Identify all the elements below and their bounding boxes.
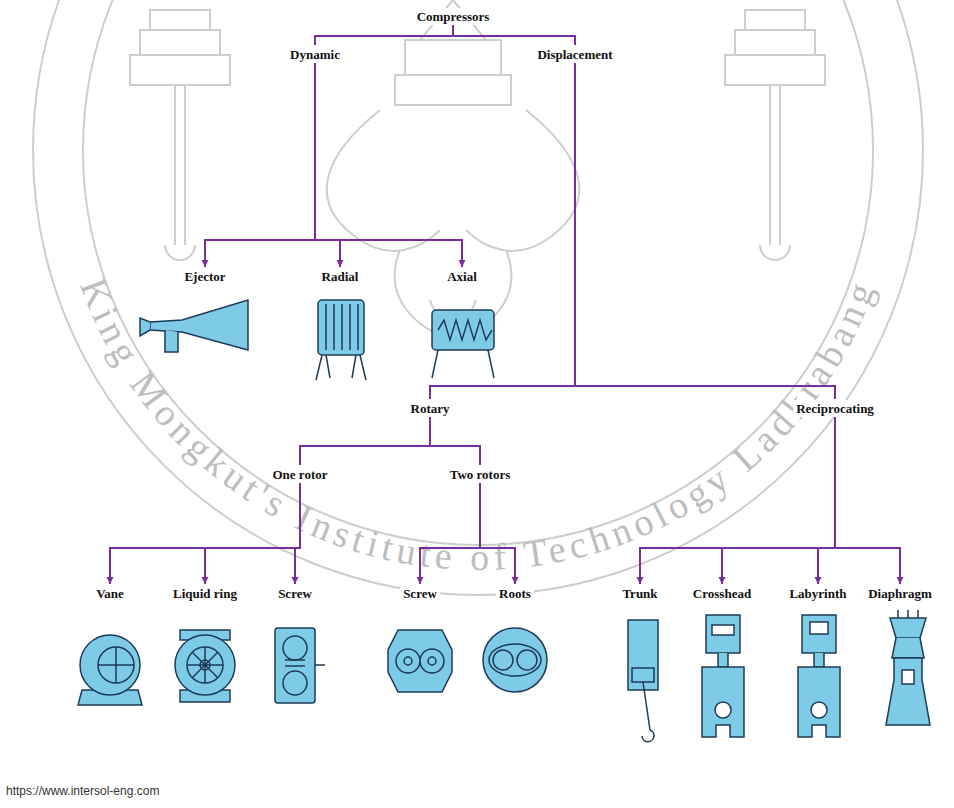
watermark-text: King Mongkut's Institute of Technology L… xyxy=(72,272,883,578)
tree-connector xyxy=(835,417,900,584)
category-label: Screw xyxy=(400,585,440,602)
tree-connector xyxy=(315,25,453,45)
tree-connector xyxy=(295,483,300,584)
tree-connector xyxy=(420,483,480,584)
tree-label: Crosshead xyxy=(690,585,754,602)
tree-label: Reciprocating xyxy=(793,400,877,417)
tree-label: Compressors xyxy=(414,8,493,25)
tree-label: Two rotors xyxy=(447,466,514,483)
labyrinth-piston-icon xyxy=(798,615,840,737)
tree-label: One rotor xyxy=(270,466,331,483)
axial-compressor-icon xyxy=(432,310,494,378)
tree-connector xyxy=(818,417,835,584)
vane-compressor-icon xyxy=(78,635,142,705)
trunk-piston-icon xyxy=(628,620,658,742)
tree-connector xyxy=(480,483,515,584)
roots-blower-icon xyxy=(483,628,547,692)
tree-connector xyxy=(722,417,835,584)
tree-connector xyxy=(430,417,480,465)
category-label: Diaphragm xyxy=(865,585,935,602)
tree-connector xyxy=(430,63,575,399)
tree-connector xyxy=(205,483,300,584)
liquid-ring-icon xyxy=(175,630,235,702)
category-label: Two rotors xyxy=(447,466,514,483)
tree-label: Screw xyxy=(400,585,440,602)
tree-label: Liquid ring xyxy=(170,585,240,602)
tree-connector xyxy=(315,63,462,267)
category-label: Rotary xyxy=(408,400,453,417)
twin-screw-icon xyxy=(388,630,452,692)
emblem-outline xyxy=(33,0,923,595)
tree-connector xyxy=(640,417,835,584)
category-label: Trunk xyxy=(619,585,660,602)
tree-label: Displacement xyxy=(534,46,615,63)
tree-label: Vane xyxy=(93,585,127,602)
tree-label: Rotary xyxy=(408,400,453,417)
category-label: Crosshead xyxy=(690,585,754,602)
tree-label: Ejector xyxy=(181,268,228,285)
tree-connector xyxy=(453,25,575,45)
ejector-icon xyxy=(140,300,248,352)
tree-label: Radial xyxy=(319,268,362,285)
tree-label: Trunk xyxy=(619,585,660,602)
radial-compressor-icon xyxy=(316,300,366,380)
category-label: Screw xyxy=(275,585,315,602)
tree-connector xyxy=(205,63,315,267)
category-label: Reciprocating xyxy=(793,400,877,417)
source-url: https://www.intersol-eng.com xyxy=(4,784,161,798)
tree-label: Screw xyxy=(275,585,315,602)
category-label: One rotor xyxy=(270,466,331,483)
tree-label: Dynamic xyxy=(287,46,343,63)
category-label: Radial xyxy=(319,268,362,285)
crosshead-piston-icon xyxy=(702,615,744,737)
category-label: Ejector xyxy=(181,268,228,285)
tree-label: Diaphragm xyxy=(865,585,935,602)
single-screw-icon xyxy=(275,628,325,703)
tree-connector xyxy=(300,417,430,465)
tree-label: Roots xyxy=(496,585,534,602)
tree-label: Axial xyxy=(444,268,480,285)
tree-label: Labyrinth xyxy=(786,585,849,602)
category-label: Compressors xyxy=(414,8,493,25)
category-label: Dynamic xyxy=(287,46,343,63)
category-label: Roots xyxy=(496,585,534,602)
category-label: Labyrinth xyxy=(786,585,849,602)
tree-connector xyxy=(110,483,300,584)
category-label: Liquid ring xyxy=(170,585,240,602)
tree-connector xyxy=(315,63,340,267)
watermark-arc xyxy=(58,41,898,570)
tree-connector xyxy=(575,63,835,399)
watermark-text: King Mongkut's Institute of Technology L… xyxy=(72,272,883,578)
category-label: Displacement xyxy=(534,46,615,63)
category-label: Vane xyxy=(93,585,127,602)
category-label: Axial xyxy=(444,268,480,285)
diaphragm-icon xyxy=(886,610,930,725)
